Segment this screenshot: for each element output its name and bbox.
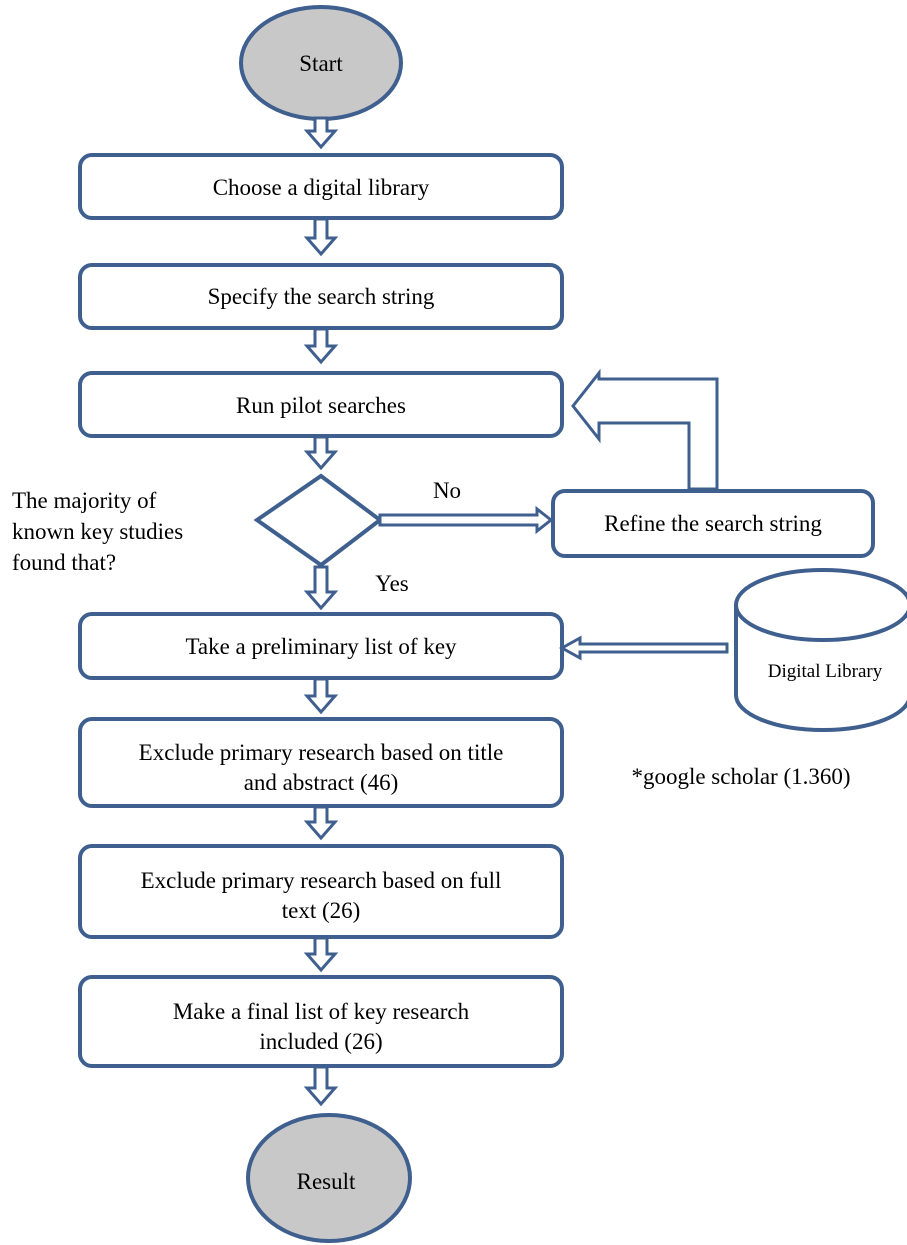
refine-string-box xyxy=(551,489,875,558)
down-arrow xyxy=(303,327,339,365)
exclude-full-text-line2: text (26) xyxy=(282,898,361,923)
google-scholar-note: *google scholar (1.360) xyxy=(631,764,850,789)
digital-library-label: Digital Library xyxy=(768,661,883,682)
digital-library-cylinder xyxy=(734,568,907,732)
result-label: Result xyxy=(297,1169,356,1194)
run-pilot-label: Run pilot searches xyxy=(236,393,406,418)
down-arrow xyxy=(303,805,339,841)
decision-no-label: No xyxy=(433,478,461,503)
down-arrow xyxy=(303,565,339,611)
decision-question-line3: found that? xyxy=(12,550,116,575)
down-arrow xyxy=(303,217,339,257)
exclude-title-abstract-line1: Exclude primary research based on title xyxy=(139,740,504,765)
decision-question-line2: known key studies xyxy=(12,519,183,544)
decision-question-line1: The majority of xyxy=(12,488,157,513)
down-arrow xyxy=(303,116,339,150)
refine-string-label: Refine the search string xyxy=(604,511,822,536)
result-terminal xyxy=(246,1113,412,1243)
left-arrow xyxy=(558,635,729,661)
final-list-line2: included (26) xyxy=(259,1029,382,1054)
choose-library-label: Choose a digital library xyxy=(213,175,430,200)
down-arrow xyxy=(303,936,339,973)
specify-string-label: Specify the search string xyxy=(208,284,435,309)
down-arrow xyxy=(303,435,339,471)
final-list-line1: Make a final list of key research xyxy=(173,999,470,1024)
feedback-arrow xyxy=(571,368,719,491)
start-label: Start xyxy=(299,51,343,76)
exclude-full-text-line1: Exclude primary research based on full xyxy=(141,868,502,893)
decision-yes-label: Yes xyxy=(375,571,409,596)
preliminary-list-label: Take a preliminary list of key xyxy=(185,634,457,659)
down-arrow xyxy=(303,1065,339,1107)
decision-diamond xyxy=(253,473,384,568)
down-arrow xyxy=(303,677,339,715)
right-arrow xyxy=(378,505,554,535)
exclude-title-abstract-line2: and abstract (46) xyxy=(244,770,399,795)
